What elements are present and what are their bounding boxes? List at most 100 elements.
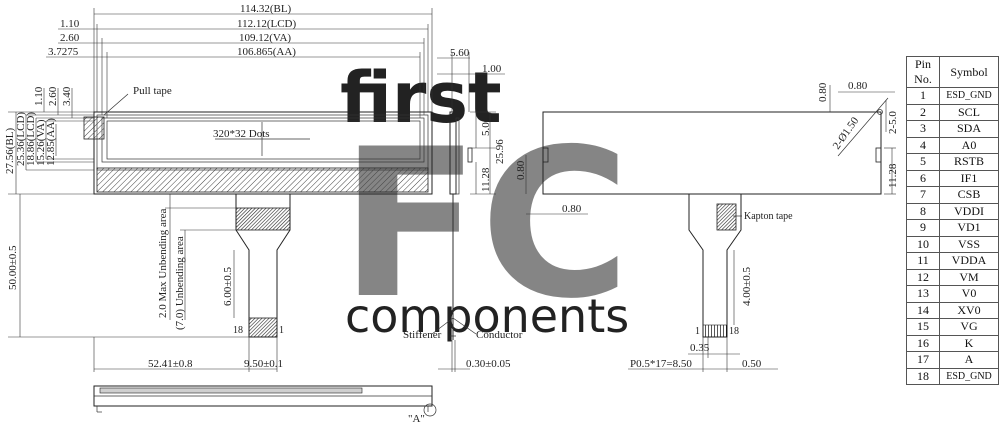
pin-number: 10 <box>906 235 940 253</box>
dim-offset-aa: 3.7275 <box>48 46 79 58</box>
dim-back-11-28: 11.28 <box>887 163 899 188</box>
dim-bl-width: 114.32(BL) <box>240 3 292 15</box>
dim-side-5-00: 5.00 <box>480 116 492 136</box>
fpc-pin-18-back: 18 <box>729 326 739 337</box>
pin-symbol: XV0 <box>939 301 999 319</box>
pin-number: 13 <box>906 285 940 303</box>
pin-number: 12 <box>906 268 940 286</box>
pin-symbol: A <box>939 351 999 369</box>
label-max-unbending: 2.0 Max Unbending area <box>157 209 169 318</box>
pin-number: 2 <box>906 103 940 121</box>
dim-v-offset-2: 2.60 <box>47 86 59 106</box>
header-pin-no: Pin No. <box>906 56 940 88</box>
dim-side-11-28: 11.28 <box>480 167 492 192</box>
pin-symbol: SDA <box>939 120 999 138</box>
pin-symbol: VD1 <box>939 219 999 237</box>
watermark-first: first <box>340 57 502 139</box>
dim-total-height: 50.00±0.5 <box>7 245 19 290</box>
dim-back-2-5: 2-5.0 <box>887 111 899 134</box>
pin-symbol: CSB <box>939 186 999 204</box>
label-conductor: Conductor <box>476 329 523 341</box>
dim-fpc-width: 9.50±0.1 <box>244 358 283 370</box>
dim-back-0-50: 0.50 <box>742 358 762 370</box>
side-view: 5.60 1.00 5.00 25.96 11.28 0.80 0.80 Sti… <box>403 47 588 372</box>
dim-side-0-80-v: 0.80 <box>515 160 527 180</box>
pin-symbol: IF1 <box>939 169 999 187</box>
pin-symbol: A0 <box>939 136 999 154</box>
label-kapton-tape: Kapton tape <box>744 211 793 222</box>
label-dots: 320*32 Dots <box>213 128 270 140</box>
pin-number: 6 <box>906 169 940 187</box>
dim-aa-width: 106.865(AA) <box>237 46 296 58</box>
dim-back-0-80-h: 0.80 <box>848 80 868 92</box>
label-view-a: "A" <box>408 413 425 425</box>
dim-side-5-60: 5.60 <box>450 47 470 59</box>
dim-back-0-80-v: 0.80 <box>817 82 829 102</box>
pin-symbol: VM <box>939 268 999 286</box>
dim-offset-va: 2.60 <box>60 32 80 44</box>
pin-number: 3 <box>906 120 940 138</box>
dim-aa-height: 12.85(AA) <box>45 118 57 166</box>
pin-symbol: VDDA <box>939 252 999 270</box>
dim-back-pitch: P0.5*17=8.50 <box>630 358 692 370</box>
header-symbol: Symbol <box>939 56 999 88</box>
dim-back-fpc-length: 4.00±0.5 <box>741 266 753 306</box>
watermark-components: components <box>345 289 629 343</box>
fpc-pin-1-back: 1 <box>695 326 700 337</box>
dim-va-height: 15.26(VA) <box>35 119 47 166</box>
pin-number: 15 <box>906 318 940 336</box>
dim-lcd-height: 25.36(LCD) <box>15 112 27 166</box>
pin-symbol: VG <box>939 318 999 336</box>
pin-number: 16 <box>906 334 940 352</box>
dim-back-0-35: 0.35 <box>690 342 710 354</box>
pin-symbol: RSTB <box>939 153 999 171</box>
label-unbending: (7.0) Unbending area <box>174 236 186 330</box>
dim-side-thickness: 0.30±0.05 <box>466 358 511 370</box>
dim-side-1-00: 1.00 <box>482 63 502 75</box>
pin-table-header: Pin No. Symbol <box>906 56 999 88</box>
pin-symbol: SCL <box>939 103 999 121</box>
dim-v-offset-3: 3.40 <box>61 86 73 106</box>
pin-symbol: ESD_GND <box>939 87 999 105</box>
pin-number: 5 <box>906 153 940 171</box>
pin-number: 17 <box>906 351 940 369</box>
dim-offset-lcd: 1.10 <box>60 18 80 30</box>
watermark: first FC components <box>340 57 630 344</box>
dim-va-width: 109.12(VA) <box>239 32 291 44</box>
dim-side-0-80-h: 0.80 <box>562 203 582 215</box>
pin-number: 18 <box>906 367 940 385</box>
dim-v-offset-1: 1.10 <box>33 86 45 106</box>
pin-number: 9 <box>906 219 940 237</box>
front-view: 114.32(BL) 112.12(LCD) 109.12(VA) 106.86… <box>4 3 437 425</box>
dim-lcd-height-2: 18.86(LCD) <box>25 112 37 166</box>
watermark-fc: FC <box>340 106 630 344</box>
pin-number: 8 <box>906 202 940 220</box>
pin-symbol: ESD_GND <box>939 367 999 385</box>
pin-number: 11 <box>906 252 940 270</box>
dim-bl-height: 27.56(BL) <box>4 128 16 174</box>
pin-number: 1 <box>906 87 940 105</box>
pin-number: 14 <box>906 301 940 319</box>
dim-side-25-96: 25.96 <box>494 139 506 164</box>
dim-fpc-offset: 52.41±0.8 <box>148 358 193 370</box>
label-pull-tape: Pull tape <box>133 85 172 97</box>
dim-fpc-length-front: 6.00±0.5 <box>222 266 234 306</box>
